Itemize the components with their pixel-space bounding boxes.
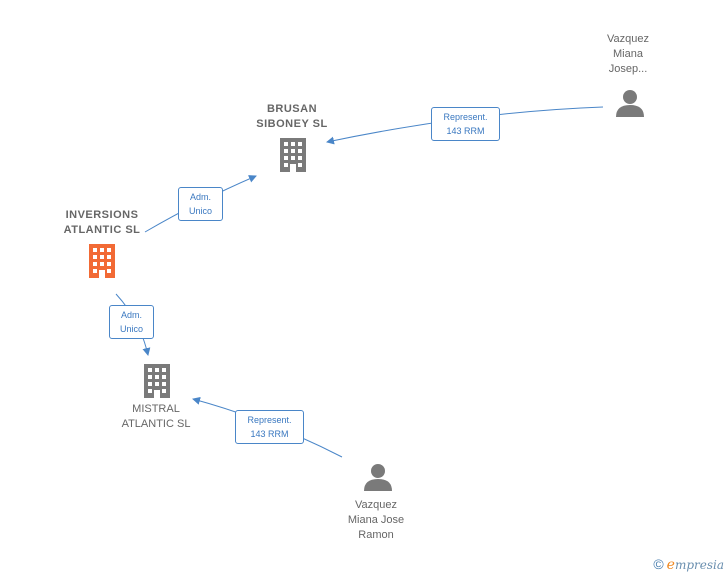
node-name: Vazquez Miana Jose Ramon xyxy=(334,498,418,543)
edge-label-represent-bottom: Represent. 143 RRM xyxy=(235,410,304,444)
edge-label-line1: Represent. xyxy=(247,415,292,425)
edge-label-line1: Adm. xyxy=(120,310,142,320)
building-icon xyxy=(280,138,306,172)
node-name-line1: Vazquez xyxy=(355,499,397,511)
node-name-line2: SIBONEY SL xyxy=(256,118,328,130)
person-icon xyxy=(616,90,644,117)
brand-logo-text: mpresia xyxy=(674,558,724,572)
person-icon xyxy=(364,464,392,491)
node-name-line2: ATLANTIC SL xyxy=(121,418,191,430)
node-name: MISTRAL ATLANTIC SL xyxy=(104,402,208,432)
building-icon xyxy=(89,244,115,278)
brand-logo-e: e xyxy=(666,557,675,573)
edge-label-represent-top: Represent. 143 RRM xyxy=(431,107,500,141)
node-name-line1: BRUSAN xyxy=(266,103,318,115)
node-name-line2: Miana xyxy=(613,48,643,60)
node-name: INVERSIONS ATLANTIC SL xyxy=(48,208,156,238)
node-name-line3: Ramon xyxy=(358,529,394,541)
copyright-icon: © xyxy=(653,556,664,572)
edge-label-adm-top: Adm. Unico xyxy=(178,187,223,221)
edge-label-adm-bottom: Adm. Unico xyxy=(109,305,154,339)
node-mistral-atlantic[interactable]: MISTRAL ATLANTIC SL xyxy=(104,362,208,438)
building-icon xyxy=(144,364,170,398)
node-name-line1: MISTRAL xyxy=(132,403,180,415)
edge-label-line2: Unico xyxy=(188,206,212,216)
node-vazquez-miana-jose-ramon[interactable]: Vazquez Miana Jose Ramon xyxy=(334,462,418,546)
edge-label-line2: 143 RRM xyxy=(446,126,485,136)
node-vazquez-miana-josep[interactable]: Vazquez Miana Josep... xyxy=(586,32,670,122)
edge-label-line2: Unico xyxy=(119,324,143,334)
edge-label-line2: 143 RRM xyxy=(250,429,289,439)
edge-label-line1: Adm. xyxy=(189,192,211,202)
node-name: Vazquez Miana Josep... xyxy=(586,32,670,77)
node-name-line2: ATLANTIC SL xyxy=(63,224,141,236)
brand-footer: ©empresia xyxy=(653,556,724,573)
node-name: BRUSAN SIBONEY SL xyxy=(240,102,344,132)
node-brusan-siboney[interactable]: BRUSAN SIBONEY SL xyxy=(240,100,344,176)
node-name-line2: Miana Jose xyxy=(347,514,405,526)
node-inversions-atlantic[interactable]: INVERSIONS ATLANTIC SL xyxy=(48,206,156,282)
node-name-line1: INVERSIONS xyxy=(65,209,139,221)
node-name-line1: Vazquez xyxy=(607,33,649,45)
edge-label-line1: Represent. xyxy=(443,112,488,122)
node-name-line3: Josep... xyxy=(608,63,648,75)
